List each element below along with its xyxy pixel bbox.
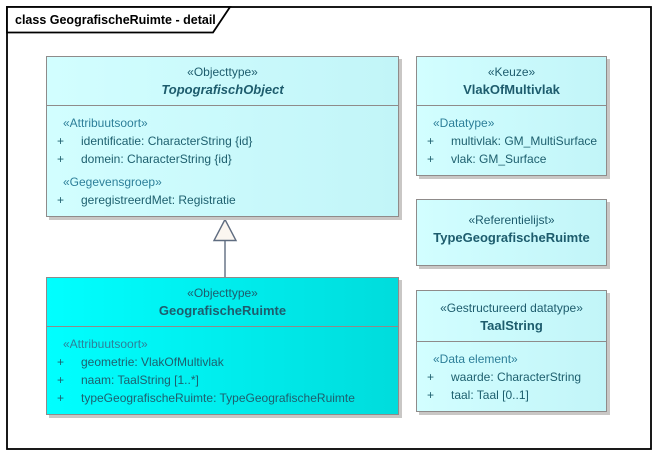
class-header: «Objecttype» TopografischObject — [47, 57, 398, 106]
attribute-row[interactable]: + typeGeografischeRuimte: TypeGeografisc… — [47, 389, 398, 407]
section-stereotype: «Data element» — [433, 352, 518, 366]
attribute-text: multivlak: GM_MultiSurface — [451, 134, 598, 148]
diagram-frame-tab — [6, 6, 232, 34]
class-box-taalstring[interactable]: «Gestructureerd datatype» TaalString «Da… — [416, 290, 607, 412]
attribute-row[interactable]: + geregistreerdMet: Registratie — [47, 191, 398, 209]
attribute-text: geometrie: VlakOfMultivlak — [81, 355, 224, 369]
attributes-compartment: «Attribuutsoort» + identificatie: Charac… — [47, 106, 398, 209]
class-header: «Gestructureerd datatype» TaalString — [417, 291, 606, 342]
attribute-row[interactable]: + vlak: GM_Surface — [417, 150, 606, 168]
class-box-vlakofmultivlak[interactable]: «Keuze» VlakOfMultivlak «Datatype» + mul… — [416, 56, 607, 176]
attribute-row[interactable]: + identificatie: CharacterString {id} — [47, 132, 398, 150]
visibility-marker: + — [57, 152, 65, 166]
attributes-compartment: «Data element» + waarde: CharacterString… — [417, 342, 606, 404]
attribute-text: typeGeografischeRuimte: TypeGeografische… — [81, 391, 355, 405]
class-stereotype: «Objecttype» — [187, 65, 258, 79]
class-name: TopografischObject — [161, 82, 284, 97]
attribute-text: naam: TaalString [1..*] — [81, 373, 199, 387]
class-stereotype: «Objecttype» — [187, 286, 258, 300]
visibility-marker: + — [427, 152, 435, 166]
attribute-row[interactable]: + multivlak: GM_MultiSurface — [417, 132, 606, 150]
attribute-row[interactable]: + geometrie: VlakOfMultivlak — [47, 353, 398, 371]
class-header: «Referentielijst» TypeGeografischeRuimte — [417, 200, 606, 249]
section-stereotype: «Attribuutsoort» — [63, 337, 148, 351]
attribute-text: geregistreerdMet: Registratie — [81, 193, 236, 207]
class-name: TaalString — [480, 318, 543, 333]
visibility-marker: + — [427, 388, 435, 402]
class-box-topografischobject[interactable]: «Objecttype» TopografischObject «Attribu… — [46, 56, 399, 217]
attribute-row[interactable]: + domein: CharacterString {id} — [47, 150, 398, 168]
class-header: «Objecttype» GeografischeRuimte — [47, 278, 398, 327]
section-stereotype: «Datatype» — [433, 116, 495, 130]
visibility-marker: + — [57, 193, 65, 207]
attribute-row[interactable]: + naam: TaalString [1..*] — [47, 371, 398, 389]
attribute-text: identificatie: CharacterString {id} — [81, 134, 253, 148]
class-stereotype: «Referentielijst» — [468, 213, 555, 227]
class-stereotype: «Keuze» — [487, 65, 536, 79]
attribute-row[interactable]: + taal: Taal [0..1] — [417, 386, 606, 404]
class-box-typegeografischeruimte[interactable]: «Referentielijst» TypeGeografischeRuimte — [416, 199, 607, 266]
attribute-row[interactable]: + waarde: CharacterString — [417, 368, 606, 386]
class-name: VlakOfMultivlak — [463, 82, 560, 97]
diagram-frame-border — [6, 6, 652, 450]
class-name: GeografischeRuimte — [158, 303, 287, 318]
visibility-marker: + — [427, 370, 435, 384]
visibility-marker: + — [427, 134, 435, 148]
visibility-marker: + — [57, 355, 65, 369]
class-box-geografischeruimte[interactable]: «Objecttype» GeografischeRuimte «Attribu… — [46, 277, 399, 415]
attribute-text: taal: Taal [0..1] — [451, 388, 529, 402]
visibility-marker: + — [57, 373, 65, 387]
class-stereotype: «Gestructureerd datatype» — [440, 301, 583, 315]
attribute-text: domein: CharacterString {id} — [81, 152, 232, 166]
attribute-text: vlak: GM_Surface — [451, 152, 547, 166]
attributes-compartment: «Attribuutsoort» + geometrie: VlakOfMult… — [47, 327, 398, 407]
attribute-text: waarde: CharacterString — [451, 370, 582, 384]
diagram-title: class GeografischeRuimte - detail — [15, 12, 216, 27]
visibility-marker: + — [57, 391, 65, 405]
class-header: «Keuze» VlakOfMultivlak — [417, 57, 606, 106]
attributes-compartment: «Datatype» + multivlak: GM_MultiSurface … — [417, 106, 606, 168]
generalization-arrowhead-icon[interactable] — [212, 217, 238, 242]
section-stereotype: «Gegevensgroep» — [63, 175, 162, 189]
section-stereotype: «Attribuutsoort» — [63, 116, 148, 130]
visibility-marker: + — [57, 134, 65, 148]
class-name: TypeGeografischeRuimte — [433, 230, 590, 245]
